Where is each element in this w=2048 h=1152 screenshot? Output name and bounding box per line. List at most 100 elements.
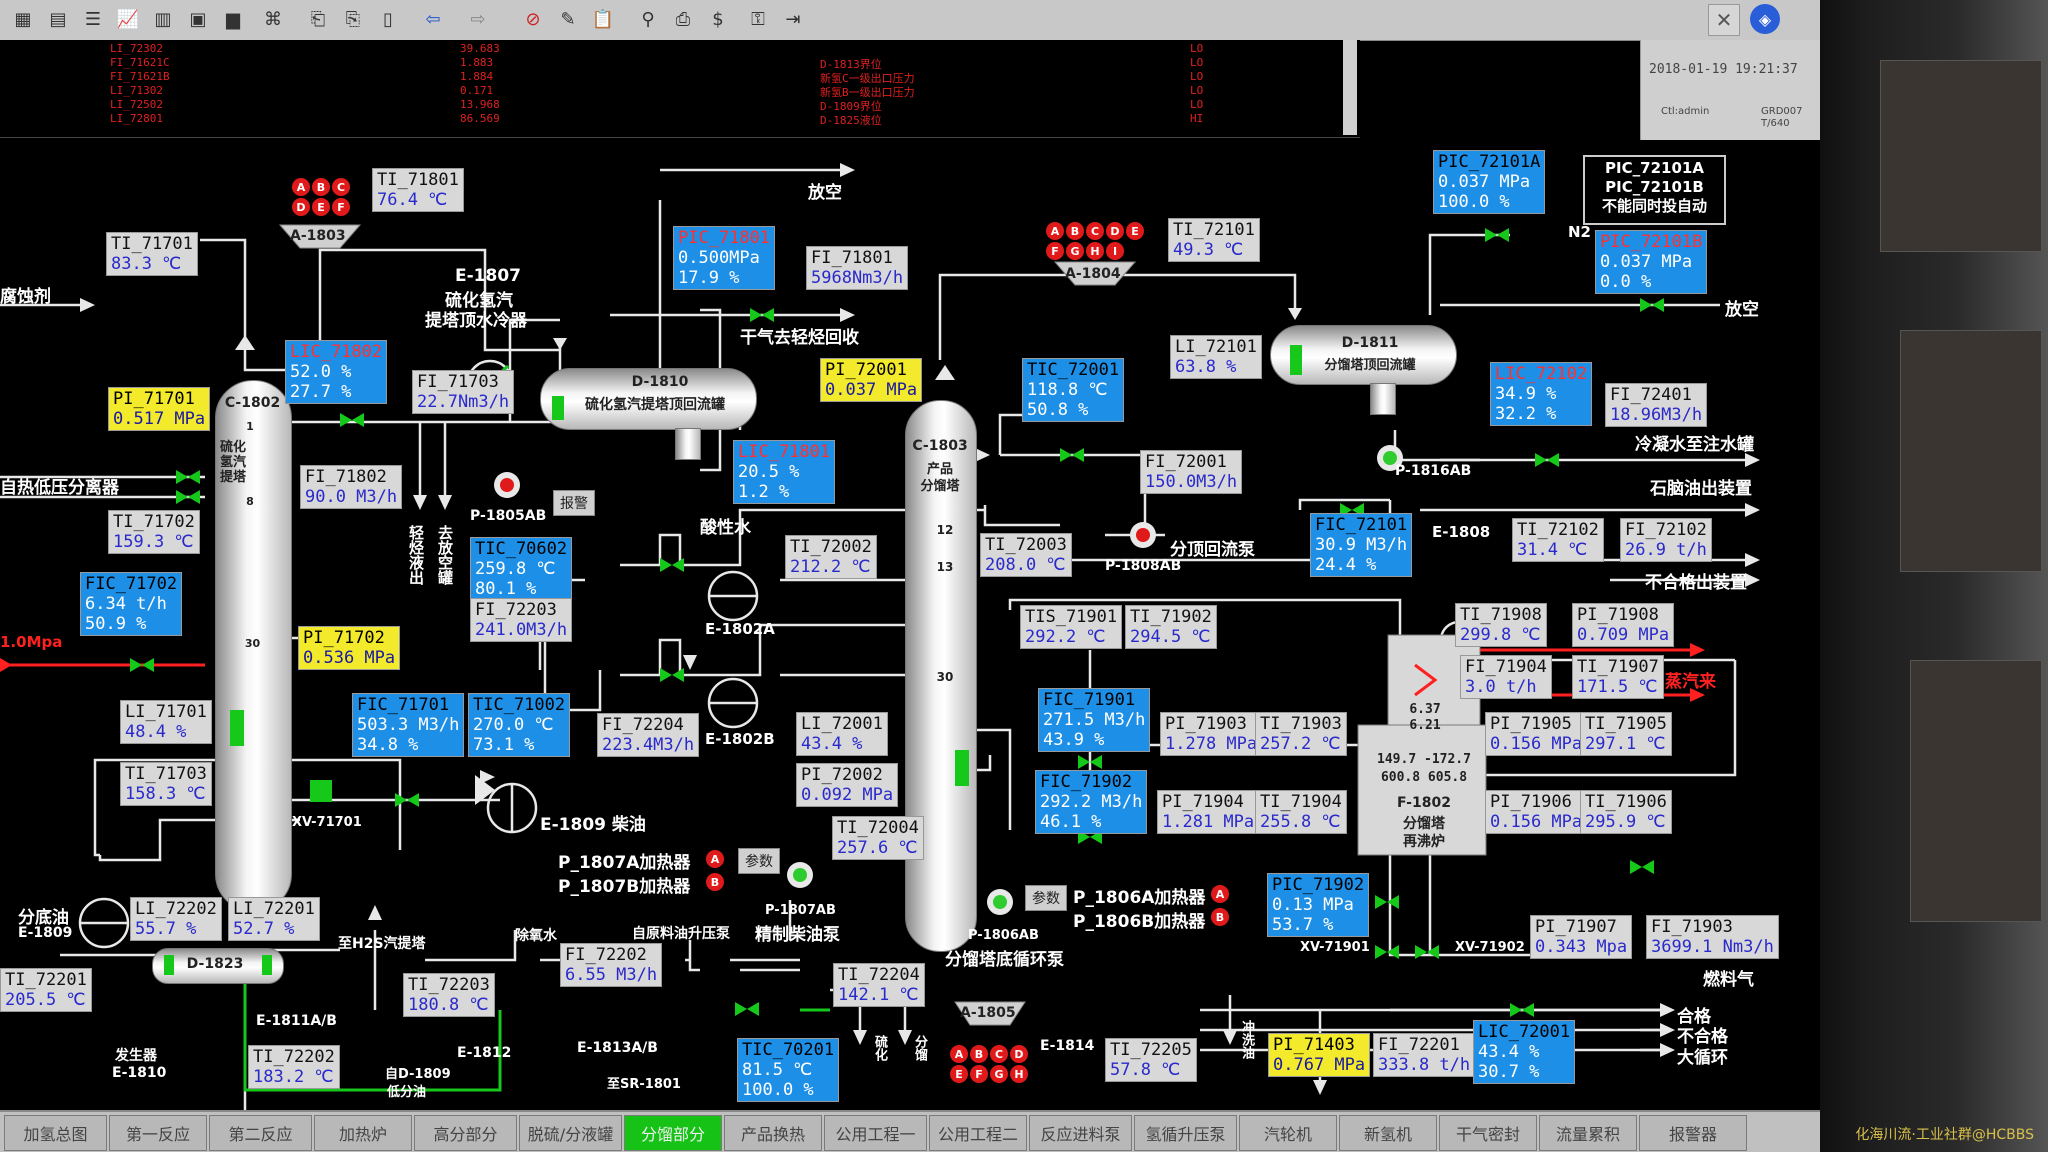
trend-icon[interactable]: 📈	[116, 8, 140, 30]
tab-12[interactable]: 汽轮机	[1239, 1115, 1337, 1151]
drum-d1810[interactable]	[540, 368, 757, 430]
param-button-p1806[interactable]: 参数	[1025, 885, 1067, 911]
network-icon[interactable]: ⌘	[264, 8, 282, 30]
tab-6[interactable]: 分馏部分	[624, 1115, 722, 1151]
dollar-icon[interactable]: $	[712, 8, 724, 30]
tab-5[interactable]: 脱硫/分液罐	[519, 1115, 622, 1151]
export-icon[interactable]: ⇥	[785, 8, 801, 30]
panel-icon[interactable]: ▆	[226, 8, 240, 30]
tab-4[interactable]: 高分部分	[414, 1115, 517, 1151]
tab-11[interactable]: 氢循升压泵	[1134, 1115, 1237, 1151]
alarm-scrollbar[interactable]	[1343, 40, 1357, 135]
tab-15[interactable]: 流量累积	[1539, 1115, 1637, 1151]
exit-icon[interactable]: ✕	[1708, 4, 1740, 36]
table-icon[interactable]: ▤	[49, 8, 67, 30]
edit-icon[interactable]: ✎	[560, 8, 576, 30]
print-icon[interactable]: ⎙	[675, 8, 691, 30]
key-icon[interactable]: ⚿	[751, 8, 765, 30]
page-next-icon[interactable]: ⎘	[345, 8, 361, 30]
grid-icon[interactable]: ▦	[14, 8, 32, 30]
tab-10[interactable]: 反应进料泵	[1029, 1115, 1132, 1151]
tab-3[interactable]: 加热炉	[314, 1115, 412, 1151]
list-icon[interactable]: ☰	[84, 8, 102, 30]
column-c1802[interactable]	[215, 380, 292, 912]
tab-9[interactable]: 公用工程二	[929, 1115, 1027, 1151]
alarm-button[interactable]: 报警	[553, 490, 595, 516]
column-c1803[interactable]	[905, 400, 977, 952]
tab-2[interactable]: 第二反应	[209, 1115, 312, 1151]
alarm-mute-icon[interactable]: ⊘	[525, 8, 541, 30]
window-icon[interactable]: ▣	[189, 8, 207, 30]
tab-7[interactable]: 产品换热	[724, 1115, 822, 1151]
tab-8[interactable]: 公用工程一	[824, 1115, 927, 1151]
back-arrow-icon[interactable]: ⇦	[425, 8, 441, 30]
tab-16[interactable]: 报警器	[1639, 1115, 1747, 1151]
binoculars-icon[interactable]: ⚲	[641, 8, 655, 30]
page-prev-icon[interactable]: ⎗	[310, 8, 326, 30]
tab-13[interactable]: 新氢机	[1339, 1115, 1437, 1151]
tab-0[interactable]: 加氢总图	[4, 1115, 107, 1151]
param-button-p1807[interactable]: 参数	[738, 848, 780, 874]
chart-icon[interactable]: ▥	[154, 8, 172, 30]
